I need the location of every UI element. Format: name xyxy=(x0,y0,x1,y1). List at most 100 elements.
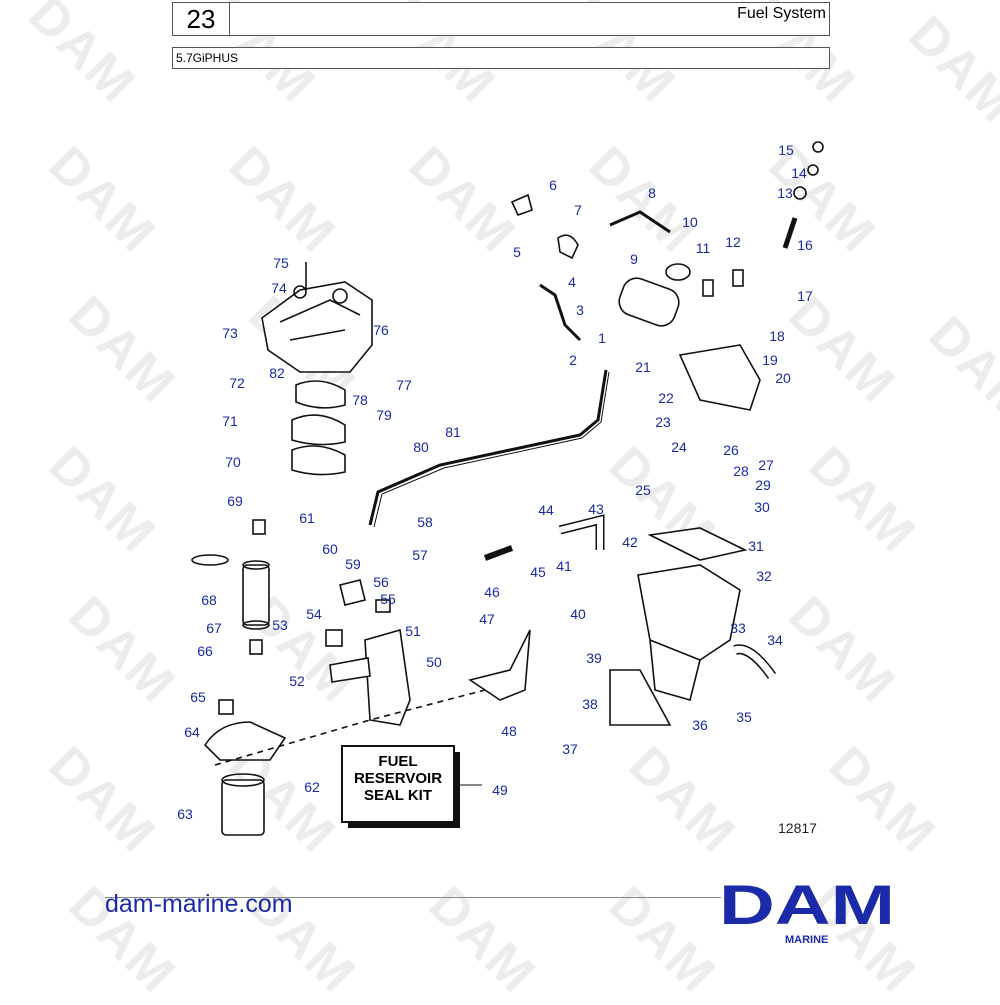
callout-17: 17 xyxy=(797,288,813,304)
callout-78: 78 xyxy=(352,392,368,408)
callout-42: 42 xyxy=(622,534,638,550)
callout-48: 48 xyxy=(501,723,517,739)
callout-6: 6 xyxy=(549,177,557,193)
callout-55: 55 xyxy=(380,591,396,607)
callout-35: 35 xyxy=(736,709,752,725)
callout-66: 66 xyxy=(197,643,213,659)
model-box: 5.7GiPHUS xyxy=(172,47,830,69)
callout-82: 82 xyxy=(269,365,285,381)
callout-64: 64 xyxy=(184,724,200,740)
callout-20: 20 xyxy=(775,370,791,386)
kit-label-line3: SEAL KIT xyxy=(364,787,432,804)
callout-37: 37 xyxy=(562,741,578,757)
callout-59: 59 xyxy=(345,556,361,572)
callout-65: 65 xyxy=(190,689,206,705)
callout-27: 27 xyxy=(758,457,774,473)
callout-77: 77 xyxy=(396,377,412,393)
kit-label-line1: FUEL xyxy=(378,753,417,770)
callout-5: 5 xyxy=(513,244,521,260)
logo-subtitle: MARINE xyxy=(785,934,829,946)
callout-80: 80 xyxy=(413,439,429,455)
callout-58: 58 xyxy=(417,514,433,530)
callout-68: 68 xyxy=(201,592,217,608)
callout-18: 18 xyxy=(769,328,785,344)
section-title: Fuel System xyxy=(737,5,826,22)
callout-71: 71 xyxy=(222,413,238,429)
callout-28: 28 xyxy=(733,463,749,479)
callout-26: 26 xyxy=(723,442,739,458)
callout-31: 31 xyxy=(748,538,764,554)
callout-40: 40 xyxy=(570,606,586,622)
callout-7: 7 xyxy=(574,202,582,218)
website-link[interactable]: dam-marine.com xyxy=(105,890,293,918)
callout-70: 70 xyxy=(225,454,241,470)
callout-38: 38 xyxy=(582,696,598,712)
callout-63: 63 xyxy=(177,806,193,822)
logo-text: DAM xyxy=(719,880,895,928)
figure-id: 12817 xyxy=(778,820,817,836)
callout-43: 43 xyxy=(588,501,604,517)
callout-67: 67 xyxy=(206,620,222,636)
callout-74: 74 xyxy=(271,280,287,296)
callout-75: 75 xyxy=(273,255,289,271)
callout-39: 39 xyxy=(586,650,602,666)
callout-4: 4 xyxy=(568,274,576,290)
callout-51: 51 xyxy=(405,623,421,639)
callout-13: 13 xyxy=(777,185,793,201)
callout-11: 11 xyxy=(696,240,711,256)
callout-30: 30 xyxy=(754,499,770,515)
callout-60: 60 xyxy=(322,541,338,557)
callout-15: 15 xyxy=(778,142,794,158)
callout-44: 44 xyxy=(538,502,554,518)
callout-50: 50 xyxy=(426,654,442,670)
footer-divider xyxy=(105,897,721,898)
callout-57: 57 xyxy=(412,547,428,563)
callout-32: 32 xyxy=(756,568,772,584)
callout-53: 53 xyxy=(272,617,288,633)
callout-79: 79 xyxy=(376,407,392,423)
callout-8: 8 xyxy=(648,185,656,201)
callout-22: 22 xyxy=(658,390,674,406)
kit-label-line2: RESERVOIR xyxy=(354,770,442,787)
callout-21: 21 xyxy=(635,359,651,375)
callout-23: 23 xyxy=(655,414,671,430)
callout-76: 76 xyxy=(373,322,389,338)
callout-19: 19 xyxy=(762,352,778,368)
callout-12: 12 xyxy=(725,234,741,250)
callout-46: 46 xyxy=(484,584,500,600)
callout-49: 49 xyxy=(492,782,508,798)
dam-logo: DAM xyxy=(719,880,895,928)
model-code: 5.7GiPHUS xyxy=(176,51,239,65)
parts-drawing xyxy=(191,141,824,836)
callout-61: 61 xyxy=(299,510,315,526)
callout-69: 69 xyxy=(227,493,243,509)
header-box: 23 Fuel System xyxy=(172,2,830,36)
callout-16: 16 xyxy=(797,237,813,253)
callout-54: 54 xyxy=(306,606,322,622)
callout-33: 33 xyxy=(730,620,746,636)
callout-81: 81 xyxy=(445,424,461,440)
callout-45: 45 xyxy=(530,564,546,580)
callout-14: 14 xyxy=(791,165,807,181)
callout-2: 2 xyxy=(569,352,577,368)
callout-25: 25 xyxy=(635,482,651,498)
callout-29: 29 xyxy=(755,477,771,493)
callout-9: 9 xyxy=(630,251,638,267)
page-number: 23 xyxy=(173,3,230,35)
callout-10: 10 xyxy=(682,214,698,230)
callout-1: 1 xyxy=(598,330,606,346)
callout-47: 47 xyxy=(479,611,495,627)
callout-56: 56 xyxy=(373,574,389,590)
callout-24: 24 xyxy=(671,439,687,455)
callout-73: 73 xyxy=(222,325,238,341)
callout-34: 34 xyxy=(767,632,783,648)
seal-kit-box: FUEL RESERVOIR SEAL KIT xyxy=(341,745,482,828)
callout-36: 36 xyxy=(692,717,708,733)
callout-41: 41 xyxy=(556,558,572,574)
callout-3: 3 xyxy=(576,302,584,318)
callout-62: 62 xyxy=(304,779,320,795)
callout-72: 72 xyxy=(229,375,245,391)
callout-52: 52 xyxy=(289,673,305,689)
